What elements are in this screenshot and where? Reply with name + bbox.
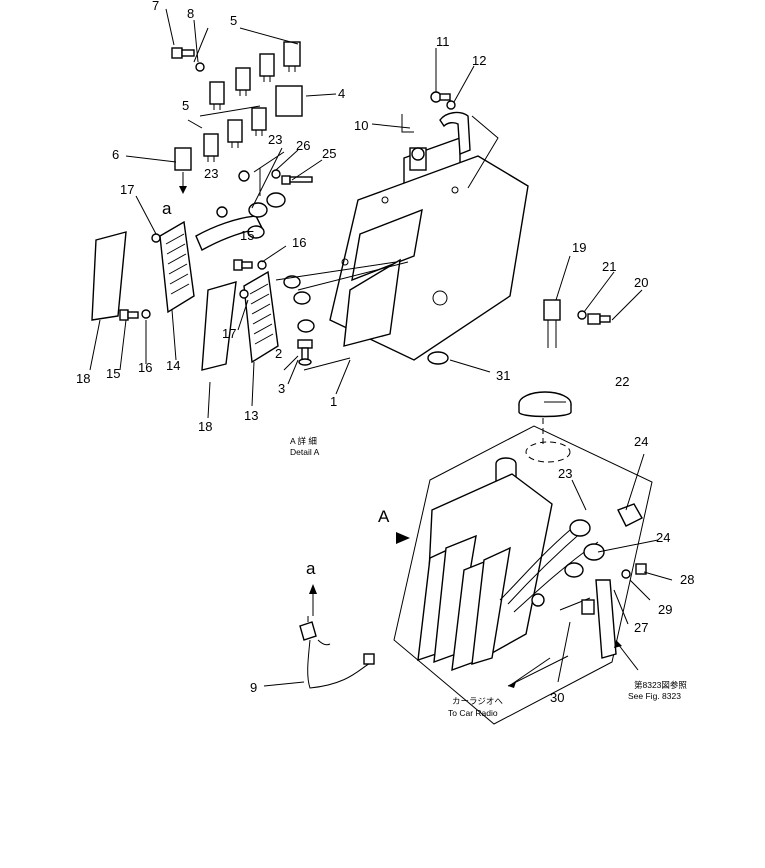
callout-11: 11 [436, 34, 450, 49]
callout-10: 10 [354, 118, 368, 133]
screw-20 [587, 313, 611, 325]
clip-23-lower [216, 206, 228, 218]
cover-18-right [201, 281, 237, 371]
switch-19 [543, 299, 561, 348]
note-car-radio-en: To Car Radio [448, 708, 498, 718]
callout-23-upper: 23 [268, 132, 282, 147]
panel-1 [329, 155, 529, 361]
screw-15-upper [233, 259, 253, 271]
callout-29: 29 [658, 602, 672, 617]
note-see-fig-jp: 第8323図参照 [634, 680, 687, 690]
relay-6 [174, 147, 192, 171]
callout-17-right: 17 [222, 326, 236, 341]
callout-26: 26 [296, 138, 310, 153]
callout-31: 31 [496, 368, 510, 383]
washer-26 [271, 169, 281, 179]
connector-block-14 [159, 192, 286, 314]
callout-17-left: 17 [120, 182, 134, 197]
washer-16-upper [257, 260, 267, 270]
marker-a-upper: a [162, 199, 172, 218]
callout-18-left: 18 [76, 371, 90, 386]
assembly-view [393, 391, 653, 725]
callout-23-mid: 23 [204, 166, 218, 181]
screw-11 [430, 91, 451, 103]
callout-15-upper: 15 [240, 228, 254, 243]
callout-15-lower: 15 [106, 366, 120, 381]
callout-8: 8 [187, 6, 194, 21]
relay-4 [275, 85, 303, 117]
clamp-17-left [151, 233, 161, 243]
clip-23-upper [238, 168, 261, 196]
callout-16-upper: 16 [292, 235, 306, 250]
callout-20: 20 [634, 275, 648, 290]
callout-19: 19 [572, 240, 586, 255]
note-detail-a-en: Detail A [290, 447, 320, 457]
washer-16-lower [141, 309, 151, 319]
upper-leader-lines [89, 8, 643, 419]
connector-block-13 [243, 270, 315, 364]
washer-3 [298, 358, 312, 366]
callout-22: 22 [615, 374, 629, 389]
callout-2: 2 [275, 346, 282, 361]
callout-3: 3 [278, 381, 285, 396]
harness-9 [299, 584, 375, 689]
callout-5-top: 5 [230, 13, 237, 28]
cover-18-left [91, 231, 127, 321]
lower-leader-lines [263, 401, 673, 688]
callout-9: 9 [250, 680, 257, 695]
screw-7 [171, 47, 195, 59]
callout-4: 4 [338, 86, 345, 101]
note-see-fig-en: See Fig. 8323 [628, 691, 681, 701]
screw-15-lower [119, 309, 139, 321]
callout-14: 14 [166, 358, 180, 373]
callout-21: 21 [602, 259, 616, 274]
callout-6: 6 [112, 147, 119, 162]
callout-28: 28 [680, 572, 694, 587]
callout-25: 25 [322, 146, 336, 161]
washer-8 [195, 62, 205, 72]
relay-group-upper [209, 41, 301, 110]
screw-25 [281, 175, 313, 185]
callout-13: 13 [244, 408, 258, 423]
washer-21 [577, 310, 587, 320]
grommet-31 [427, 351, 449, 365]
callout-12: 12 [472, 53, 486, 68]
callout-30: 30 [550, 690, 564, 705]
relay-group-lower [203, 107, 267, 162]
note-detail-a-jp: A 詳 細 [290, 436, 317, 446]
marker-a-lower: a [306, 559, 316, 578]
callout-27: 27 [634, 620, 648, 635]
view-marker-a: A [378, 507, 390, 526]
washer-12 [446, 100, 456, 110]
callout-18-right: 18 [198, 419, 212, 434]
callout-23-lower: 23 [558, 466, 572, 481]
note-car-radio-jp: カーラジオへ [452, 696, 503, 706]
callout-1: 1 [330, 394, 337, 409]
callout-24-mid: 24 [656, 530, 670, 545]
callout-16-lower: 16 [138, 360, 152, 375]
clamp-17-right [239, 289, 249, 299]
callout-5-mid: 5 [182, 98, 189, 113]
callout-7: 7 [152, 0, 159, 13]
callout-24-top: 24 [634, 434, 648, 449]
